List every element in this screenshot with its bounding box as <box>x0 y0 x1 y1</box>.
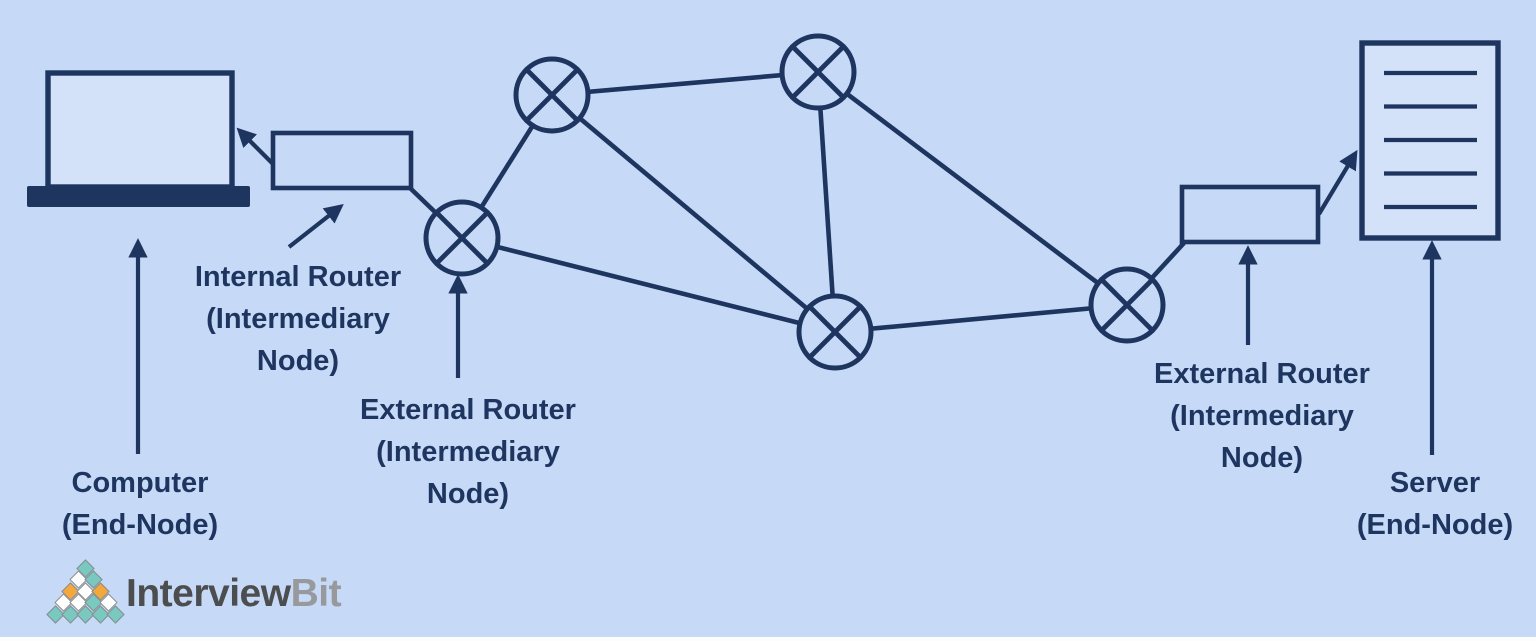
packet-switch-icon <box>779 33 857 111</box>
link-switch2-switch3 <box>551 69 819 98</box>
label-line: Computer <box>71 467 209 499</box>
link-switch3-switch4 <box>815 71 838 333</box>
label-internal-router: Internal Router (Intermediary Node) <box>158 256 438 382</box>
label-server: Server (End-Node) <box>1325 462 1536 546</box>
external-router-box <box>1179 184 1321 245</box>
label-line: External Router <box>1154 358 1370 390</box>
label-line: (Intermediary <box>1170 400 1354 432</box>
packet-switches <box>423 33 1166 371</box>
bottom-edge-strip <box>0 637 1536 641</box>
link-switch2-switch4 <box>550 93 837 334</box>
laptop-icon <box>27 70 250 207</box>
link-switch4-switch5 <box>834 302 1128 335</box>
label-line: Node) <box>256 345 340 377</box>
packet-switch-icon <box>423 199 501 277</box>
label-computer: Computer (End-Node) <box>20 462 260 546</box>
label-line: (Intermediary <box>206 303 390 335</box>
label-line: External Router <box>360 394 576 426</box>
internal-router-box <box>270 130 414 191</box>
arrow-label-internal-router <box>287 204 344 249</box>
label-arrows <box>128 204 1442 455</box>
label-line: (End-Node) <box>61 509 219 541</box>
arrow-router-to-computer <box>236 127 275 166</box>
label-line: Node) <box>1220 442 1304 474</box>
link-switch1-switch4 <box>461 235 836 335</box>
label-external-router-left: External Router (Intermediary Node) <box>328 389 608 515</box>
label-line: Internal Router <box>194 261 402 293</box>
packet-switch-icon <box>796 293 874 371</box>
server-vent-lines <box>1384 70 1477 210</box>
packet-switch-icon <box>1088 266 1166 344</box>
label-line: (Intermediary <box>376 436 560 468</box>
label-external-router-right: External Router (Intermediary Node) <box>1122 353 1402 479</box>
link-switch3-switch5 <box>816 70 1129 307</box>
logo-wordmark: InterviewBit <box>126 572 342 616</box>
arrow-router-to-server <box>1317 149 1358 216</box>
server-icon <box>1359 40 1501 241</box>
label-line: (End-Node) <box>1356 509 1514 541</box>
logo-wordmark-bold: Interview <box>126 572 291 615</box>
label-line: Node) <box>426 478 510 510</box>
logo-wordmark-light: Bit <box>290 572 342 615</box>
flow-arrows <box>236 127 1358 216</box>
label-line: Server <box>1389 467 1481 499</box>
packet-switch-icon <box>513 56 591 134</box>
